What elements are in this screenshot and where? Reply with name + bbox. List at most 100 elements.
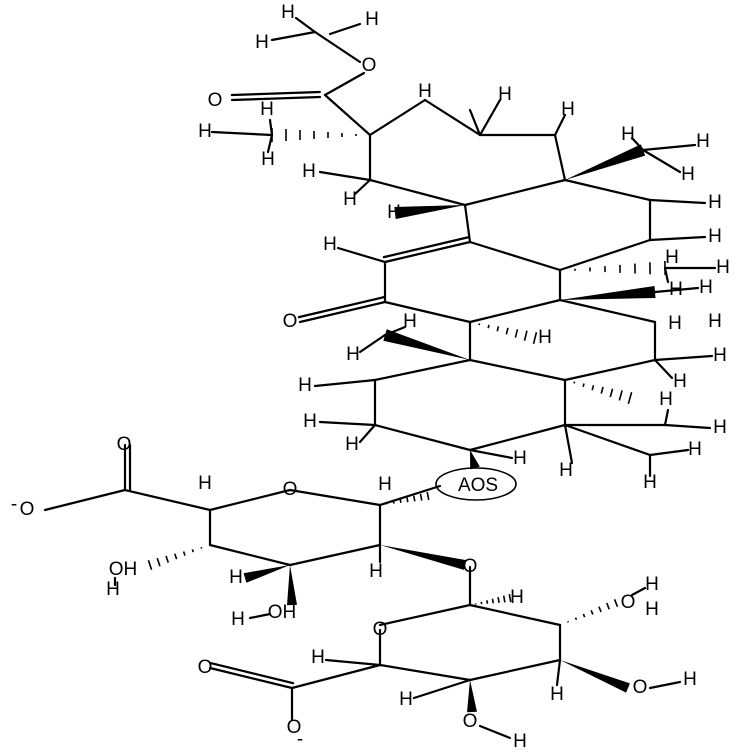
hydrogen-label: H (708, 226, 722, 247)
bond (270, 120, 272, 135)
oxygen-label: O (208, 90, 223, 111)
bond (470, 425, 565, 450)
hydrogen-label: H (231, 609, 245, 630)
hydrogen-label: H (302, 161, 316, 182)
carbonyl-bond (211, 663, 293, 683)
bond (425, 100, 480, 135)
hash-stroke (157, 558, 160, 566)
hydrogen-label: H (708, 192, 722, 213)
hash-bond (575, 261, 665, 275)
oxygen-label: O (283, 479, 298, 500)
hydrogen-label: H (343, 189, 357, 210)
hash-stroke (607, 603, 610, 609)
bond (555, 135, 565, 180)
hydrogen-label: H (659, 389, 673, 410)
wedge-bond (467, 680, 477, 712)
bond (465, 180, 565, 205)
hash-bond (387, 492, 429, 504)
oxygen-label: O (633, 677, 648, 698)
charge-label: - (297, 729, 303, 750)
bond (338, 248, 385, 262)
hydrogen-label: H (699, 277, 713, 298)
bond (480, 100, 500, 135)
bond (292, 665, 380, 688)
bond (470, 450, 512, 458)
hash-stroke (487, 600, 488, 603)
bond (470, 242, 560, 270)
bond (290, 490, 380, 505)
bond (665, 268, 668, 282)
bond (210, 545, 290, 565)
oxygen-label: O (20, 499, 35, 520)
bond (325, 95, 370, 135)
hydrogen-label: H (198, 473, 212, 494)
hydrogen-label: H (378, 474, 392, 495)
bond (380, 665, 470, 680)
hydrogen-label: H (559, 460, 573, 481)
hash-stroke (421, 494, 422, 501)
hydrogen-label: H (198, 121, 212, 142)
bond (414, 680, 470, 698)
bond (326, 660, 380, 665)
bond (650, 237, 705, 240)
hydrogen-label: H (387, 202, 401, 223)
wedge-bond (565, 144, 645, 180)
bond (315, 32, 360, 62)
hydrogen-label: H (550, 684, 564, 705)
hash-stroke (610, 389, 612, 397)
hash-stroke (601, 387, 603, 394)
oxygen-label: O (463, 556, 478, 577)
wedge-bond (287, 565, 297, 605)
hydrogen-label: H (369, 561, 383, 582)
bond (360, 425, 375, 442)
bond (45, 490, 125, 510)
double-bond (384, 237, 469, 257)
hydrogen-label: H (106, 579, 120, 600)
hydrogen-label: H (323, 234, 337, 255)
hash-stroke (497, 326, 498, 331)
oxygen-label: O (362, 55, 377, 76)
charge-label: - (11, 494, 17, 515)
hash-stroke (492, 599, 493, 604)
hash-stroke (591, 610, 593, 614)
hash-bond (148, 547, 201, 570)
hash-stroke (515, 329, 517, 337)
hydrogen-label: H (399, 689, 413, 710)
bond (375, 360, 470, 380)
hash-stroke (576, 618, 577, 620)
bond (665, 410, 668, 425)
oxygen-label: O (117, 434, 132, 455)
hash-stroke (599, 607, 601, 612)
hydrogen-label: H (708, 311, 722, 332)
bond (565, 425, 572, 463)
hydrogen-label: H (229, 567, 243, 588)
oxygen-label: O (283, 311, 298, 332)
bond (212, 132, 272, 135)
hash-stroke (619, 390, 622, 400)
bond (650, 200, 705, 203)
hydrogen-label: H (683, 669, 697, 690)
bond (565, 180, 650, 200)
oxygen-label: O (198, 657, 213, 678)
bond (470, 660, 560, 680)
bond (557, 660, 560, 685)
oxygen-label: O (621, 592, 636, 613)
hash-stroke (400, 499, 401, 502)
bond (272, 32, 315, 40)
hash-stroke (524, 331, 526, 341)
hydrogen-label: H (668, 313, 682, 334)
hydrogen-label: H (669, 279, 683, 300)
hydroxyl-label: OH (109, 559, 138, 580)
hydrogen-label: H (713, 417, 727, 438)
bond (385, 302, 470, 322)
hash-stroke (506, 328, 508, 335)
hydrogen-label: H (403, 311, 417, 332)
hydrogen-label: H (255, 32, 269, 53)
oxygen-label: O (373, 619, 388, 640)
hydrogen-label: H (498, 84, 512, 105)
hydrogen-label: H (510, 587, 524, 608)
hydrogen-label: H (298, 375, 312, 396)
bond (375, 425, 470, 450)
